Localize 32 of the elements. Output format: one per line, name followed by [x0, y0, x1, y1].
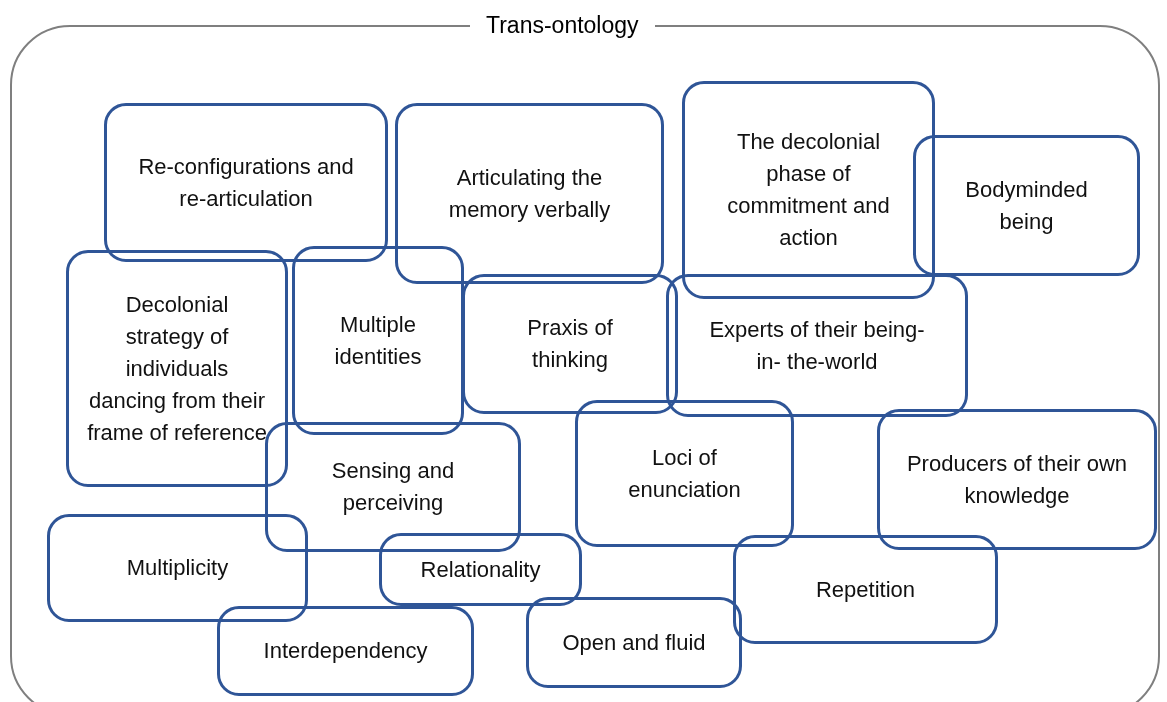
concept-box — [265, 422, 521, 552]
concept-label: Bodyminded being — [964, 175, 1089, 236]
concept-label: Experts of their being-in- the-world — [709, 315, 925, 376]
concept-box — [733, 535, 998, 644]
concept-box — [526, 597, 742, 688]
concept-box — [104, 103, 388, 262]
concept-label: Producers of their own knowledge — [905, 449, 1129, 510]
concept-label: Multiplicity — [126, 554, 229, 582]
concept-label: Interdependency — [263, 637, 428, 665]
concept-label: The decolonial phase of commitment and action — [726, 128, 891, 252]
concept-box — [682, 81, 935, 299]
concept-box — [217, 606, 474, 696]
concept-box — [462, 274, 678, 414]
concept-box — [877, 409, 1157, 550]
concept-label: Sensing and perceiving — [330, 457, 456, 517]
concept-box — [666, 274, 968, 417]
concept-label: Re-configurations and re-articulation — [137, 152, 355, 213]
concept-box — [913, 135, 1140, 276]
concept-label: Relationality — [420, 555, 541, 584]
concept-box — [575, 400, 794, 547]
concept-label: Articulating the memory verbally — [447, 163, 612, 224]
concept-box — [47, 514, 308, 622]
concept-label: Open and fluid — [562, 628, 706, 657]
concept-label: Decolonial strategy of individuals dancing from their frame of reference — [86, 290, 268, 447]
concept-box — [66, 250, 288, 487]
concept-box — [292, 246, 464, 435]
concept-label: Loci of enunciation — [627, 443, 742, 504]
concept-label: Repetition — [815, 575, 916, 604]
concept-box — [395, 103, 664, 284]
concept-label: Multiple identities — [333, 310, 423, 371]
concept-box — [379, 533, 582, 606]
concept-label: Praxis of thinking — [526, 314, 614, 374]
